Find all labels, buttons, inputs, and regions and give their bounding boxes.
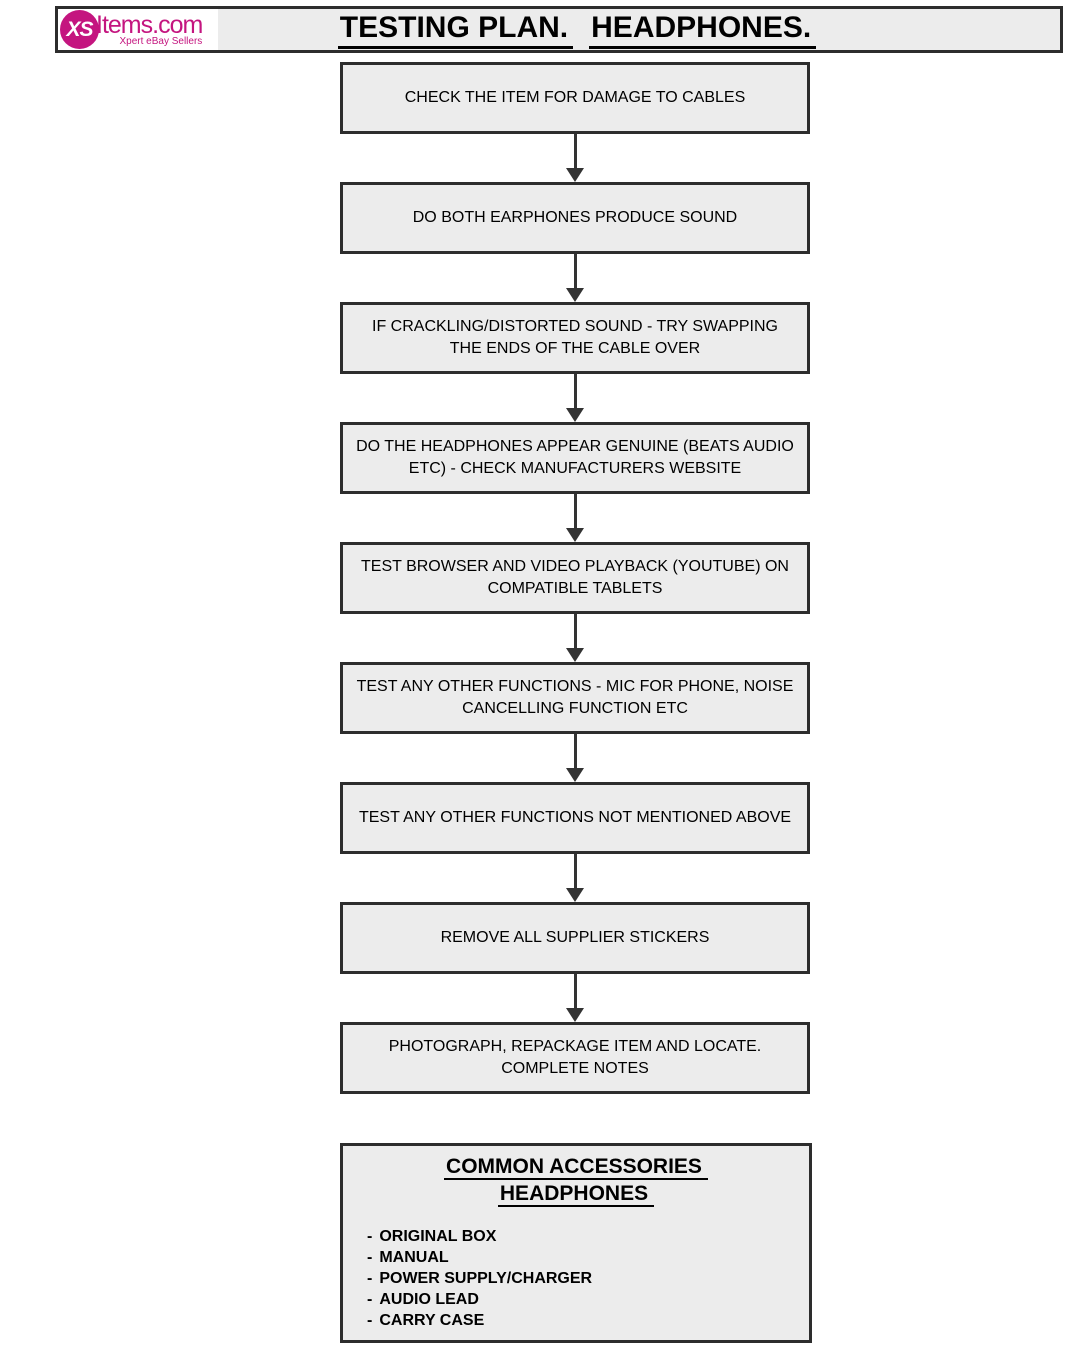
arrow-head bbox=[566, 528, 584, 542]
flow-step-7: TEST ANY OTHER FUNCTIONS NOT MENTIONED A… bbox=[340, 782, 810, 854]
flow-step-label: DO THE HEADPHONES APPEAR GENUINE (BEATS … bbox=[356, 438, 794, 477]
header-bar: XS Items.com Xpert eBay Sellers TESTING … bbox=[55, 6, 1063, 53]
flow-step-6: TEST ANY OTHER FUNCTIONS - MIC FOR PHONE… bbox=[340, 662, 810, 734]
arrow-line bbox=[574, 374, 577, 409]
accessories-title: COMMON ACCESSORIES HEADPHONES bbox=[343, 1153, 809, 1207]
xs-logo-icon: XS bbox=[60, 10, 99, 49]
flow-step-label: DO BOTH EARPHONES PRODUCE SOUND bbox=[412, 209, 738, 226]
accessory-item: -AUDIO LEAD bbox=[367, 1289, 809, 1310]
brand-logo: XS Items.com Xpert eBay Sellers bbox=[58, 9, 218, 50]
down-arrow-icon bbox=[566, 494, 584, 542]
arrow-line bbox=[574, 974, 577, 1009]
arrow-line bbox=[574, 254, 577, 289]
arrow-head bbox=[566, 288, 584, 302]
arrow-line bbox=[574, 734, 577, 769]
bullet-dash: - bbox=[367, 1312, 373, 1329]
flow-step-4: DO THE HEADPHONES APPEAR GENUINE (BEATS … bbox=[340, 422, 810, 494]
arrow-line bbox=[574, 494, 577, 529]
accessory-item: -MANUAL bbox=[367, 1247, 809, 1268]
down-arrow-icon bbox=[566, 974, 584, 1022]
flow-step-label: TEST ANY OTHER FUNCTIONS NOT MENTIONED A… bbox=[358, 809, 792, 826]
arrow-line bbox=[574, 134, 577, 169]
logo-circle-text: XS bbox=[66, 17, 93, 41]
page-title-part2: HEADPHONES. bbox=[589, 11, 817, 49]
accessory-item: -ORIGINAL BOX bbox=[367, 1226, 809, 1247]
bullet-dash: - bbox=[367, 1228, 373, 1245]
flow-step-label: CHECK THE ITEM FOR DAMAGE TO CABLES bbox=[404, 89, 746, 106]
arrow-line bbox=[574, 614, 577, 649]
accessories-title-line1: COMMON ACCESSORIES bbox=[444, 1155, 708, 1180]
arrow-line bbox=[574, 854, 577, 889]
flow-step-5: TEST BROWSER AND VIDEO PLAYBACK (YOUTUBE… bbox=[340, 542, 810, 614]
bullet-dash: - bbox=[367, 1249, 373, 1266]
down-arrow-icon bbox=[566, 254, 584, 302]
accessory-label: ORIGINAL BOX bbox=[379, 1228, 497, 1245]
brand-tagline: Xpert eBay Sellers bbox=[119, 35, 203, 47]
arrow-head bbox=[566, 1008, 584, 1022]
flow-step-label: REMOVE ALL SUPPLIER STICKERS bbox=[440, 929, 710, 946]
flow-step-3: IF CRACKLING/DISTORTED SOUND - TRY SWAPP… bbox=[340, 302, 810, 374]
flow-step-8: REMOVE ALL SUPPLIER STICKERS bbox=[340, 902, 810, 974]
flow-step-label: IF CRACKLING/DISTORTED SOUND - TRY SWAPP… bbox=[372, 318, 778, 357]
arrow-head bbox=[566, 888, 584, 902]
bullet-dash: - bbox=[367, 1291, 373, 1308]
arrow-head bbox=[566, 768, 584, 782]
flow-step-9: PHOTOGRAPH, REPACKAGE ITEM AND LOCATE. C… bbox=[340, 1022, 810, 1094]
down-arrow-icon bbox=[566, 134, 584, 182]
accessories-list: -ORIGINAL BOX -MANUAL -POWER SUPPLY/CHAR… bbox=[367, 1226, 809, 1331]
bullet-dash: - bbox=[367, 1270, 373, 1287]
flow-step-label: PHOTOGRAPH, REPACKAGE ITEM AND LOCATE. C… bbox=[388, 1038, 762, 1077]
down-arrow-icon bbox=[566, 734, 584, 782]
brand-name: Items.com bbox=[96, 10, 203, 39]
arrow-head bbox=[566, 168, 584, 182]
flow-step-label: TEST ANY OTHER FUNCTIONS - MIC FOR PHONE… bbox=[356, 678, 794, 717]
page-title: TESTING PLAN. HEADPHONES. bbox=[58, 9, 1060, 50]
down-arrow-icon bbox=[566, 374, 584, 422]
accessory-label: AUDIO LEAD bbox=[379, 1291, 479, 1308]
arrow-head bbox=[566, 408, 584, 422]
accessory-label: CARRY CASE bbox=[379, 1312, 485, 1329]
flow-step-1: CHECK THE ITEM FOR DAMAGE TO CABLES bbox=[340, 62, 810, 134]
flow-step-label: TEST BROWSER AND VIDEO PLAYBACK (YOUTUBE… bbox=[361, 558, 789, 597]
common-accessories-box: COMMON ACCESSORIES HEADPHONES -ORIGINAL … bbox=[340, 1143, 812, 1343]
down-arrow-icon bbox=[566, 854, 584, 902]
down-arrow-icon bbox=[566, 614, 584, 662]
logo-text: Items.com Xpert eBay Sellers bbox=[96, 10, 203, 47]
accessory-item: -POWER SUPPLY/CHARGER bbox=[367, 1268, 809, 1289]
accessory-item: -CARRY CASE bbox=[367, 1310, 809, 1331]
flow-step-2: DO BOTH EARPHONES PRODUCE SOUND bbox=[340, 182, 810, 254]
accessory-label: POWER SUPPLY/CHARGER bbox=[379, 1270, 593, 1287]
page-title-part1: TESTING PLAN. bbox=[337, 11, 574, 49]
arrow-head bbox=[566, 648, 584, 662]
accessories-title-line2: HEADPHONES bbox=[497, 1182, 655, 1207]
accessory-label: MANUAL bbox=[379, 1249, 449, 1266]
